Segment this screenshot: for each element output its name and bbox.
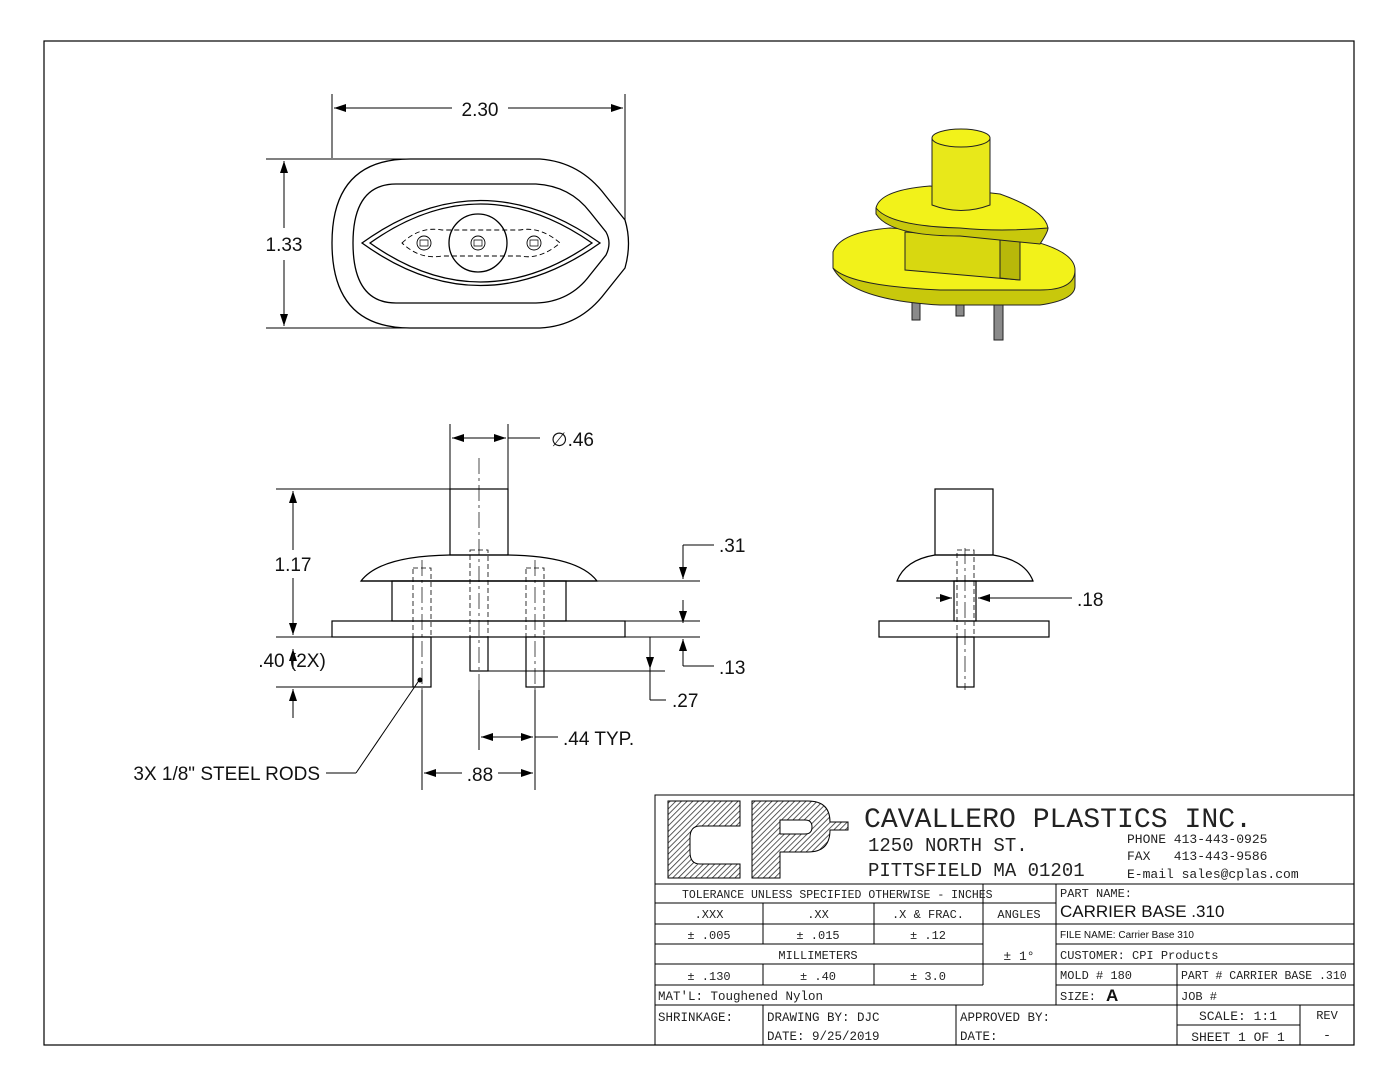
- dim-width: [331, 94, 626, 220]
- scale: SCALE: 1:1: [1199, 1009, 1277, 1024]
- rev-value: -: [1323, 1028, 1331, 1043]
- title-block: [654, 794, 1355, 1046]
- part-name-label: PART NAME:: [1060, 887, 1132, 901]
- dim-height-label: 1.33: [266, 235, 303, 256]
- approved-date: DATE:: [960, 1030, 998, 1044]
- approved-by: APPROVED BY:: [960, 1011, 1050, 1025]
- tol-col-angles: ANGLES: [997, 908, 1040, 922]
- shrinkage: SHRINKAGE:: [658, 1011, 733, 1025]
- tol-mm-heading: MILLIMETERS: [778, 949, 857, 963]
- tol-inch-xxx: ± .005: [687, 929, 730, 943]
- company-fax: FAX 413-443-9586: [1127, 849, 1267, 864]
- company-name: CAVALLERO PLASTICS INC.: [864, 805, 1252, 836]
- dim-rod-length-label: .40 (2X): [258, 651, 326, 672]
- dim-27-label: .27: [672, 691, 698, 712]
- dim-88-label: .88: [467, 765, 493, 786]
- isometric-view: [832, 128, 1076, 341]
- customer: CUSTOMER: CPI Products: [1060, 949, 1218, 963]
- dim-13-label: .13: [719, 658, 745, 679]
- company-logo: [667, 800, 849, 879]
- company-address2: PITTSFIELD MA 01201: [868, 860, 1085, 882]
- drawing-by: DRAWING BY: DJC: [767, 1011, 880, 1025]
- tol-inch-x: ± .12: [910, 929, 946, 943]
- tol-col-xx: .XX: [807, 908, 829, 922]
- size-label: SIZE:: [1060, 990, 1096, 1004]
- top-view: [331, 158, 630, 329]
- job-number: JOB #: [1181, 990, 1217, 1004]
- tol-inch-xx: ± .015: [796, 929, 839, 943]
- tol-mm-xxx: ± .130: [687, 970, 730, 984]
- dim-31-label: .31: [719, 536, 745, 557]
- rev-label: REV: [1316, 1009, 1338, 1023]
- file-name: FILE NAME: Carrier Base 310: [1060, 930, 1194, 941]
- company-email: E-mail sales@cplas.com: [1127, 867, 1299, 882]
- steel-rods-note: 3X 1/8" STEEL RODS: [133, 764, 320, 785]
- tol-mm-xx: ± .40: [800, 970, 836, 984]
- dim-diameter-label: ∅.46: [551, 430, 594, 451]
- size-value: A: [1106, 986, 1118, 1005]
- dim-44-label: .44 TYP.: [563, 729, 634, 750]
- part-name: CARRIER BASE .310: [1060, 902, 1224, 921]
- side-view: [878, 488, 1050, 690]
- drawing-date: DATE: 9/25/2019: [767, 1030, 880, 1044]
- dim-height: [266, 158, 410, 329]
- tol-col-xxx: .XXX: [695, 908, 724, 922]
- front-view: [331, 458, 626, 690]
- dim-overall-height-label: 1.17: [275, 555, 312, 576]
- front-view-dims: [276, 424, 714, 790]
- dim-width-label: 2.30: [462, 100, 499, 121]
- company-phone: PHONE 413-443-0925: [1127, 832, 1267, 847]
- part-number: PART # CARRIER BASE .310: [1181, 970, 1347, 983]
- tol-col-x-frac: .X & FRAC.: [892, 908, 964, 922]
- tol-mm-x: ± 3.0: [910, 970, 946, 984]
- tolerance-heading: TOLERANCE UNLESS SPECIFIED OTHERWISE - I…: [682, 889, 993, 902]
- company-address1: 1250 NORTH ST.: [868, 835, 1028, 857]
- sheet: SHEET 1 OF 1: [1191, 1030, 1285, 1045]
- mold-number: MOLD # 180: [1060, 969, 1132, 983]
- material: MAT'L: Toughened Nylon: [658, 990, 823, 1004]
- dim-18-label: .18: [1077, 590, 1103, 611]
- tol-angle-val: ± 1°: [1003, 949, 1034, 964]
